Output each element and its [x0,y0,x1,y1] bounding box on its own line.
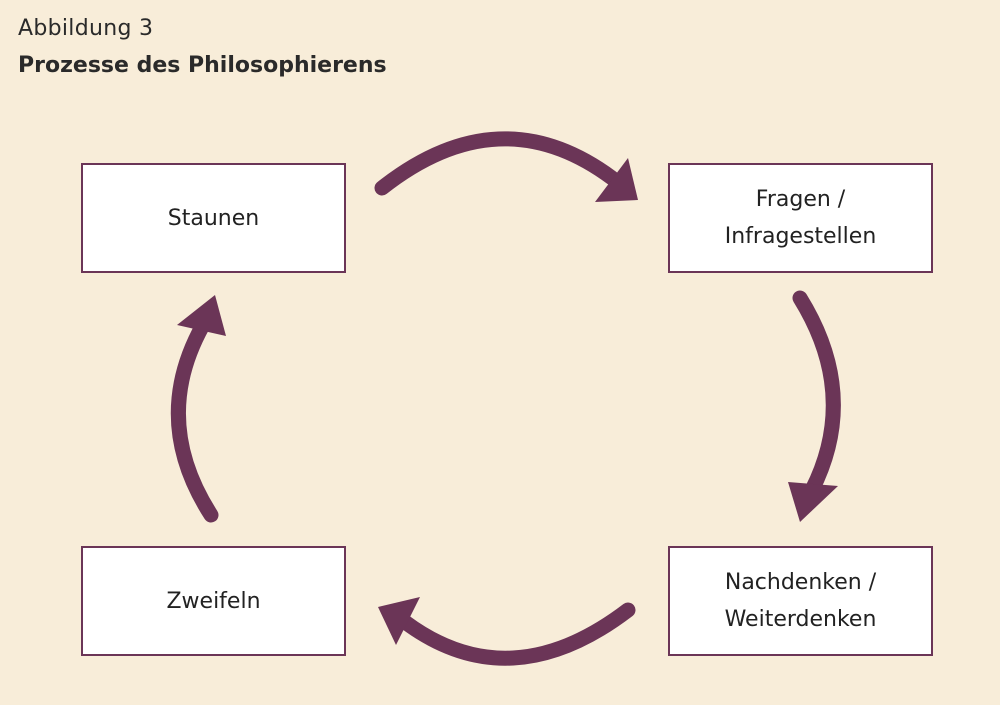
node-zweifeln-line-1: Zweifeln [166,588,261,614]
node-nachdenken-line-2: Weiterdenken [724,607,877,632]
arrow-nachdenken-to-zweifeln [397,602,636,666]
node-fragen-line-1: Fragen / [755,187,846,212]
node-staunen-line-1: Staunen [167,205,260,231]
node-fragen-line-2: Infragestellen [724,224,877,249]
figure-title: Prozesse des Philosophierens [18,53,387,78]
arrowhead-zweifeln-to-staunen [177,295,226,336]
arrowhead-fragen-to-nachdenken [788,482,838,522]
node-staunen: Staunen [81,163,346,273]
node-zweifeln: Zweifeln [81,546,346,656]
figure-label: Abbildung 3 [18,16,154,41]
node-nachdenken: Nachdenken / Weiterdenken [668,546,933,656]
arrow-fragen-to-nachdenken [792,290,841,498]
arrow-zweifeln-to-staunen [170,317,219,523]
node-nachdenken-line-1: Nachdenken / [724,570,877,595]
node-fragen: Fragen / Infragestellen [668,163,933,273]
arrowhead-staunen-to-fragen [595,158,638,202]
arrowhead-nachdenken-to-zweifeln [378,597,420,645]
arrow-staunen-to-fragen [374,131,620,196]
